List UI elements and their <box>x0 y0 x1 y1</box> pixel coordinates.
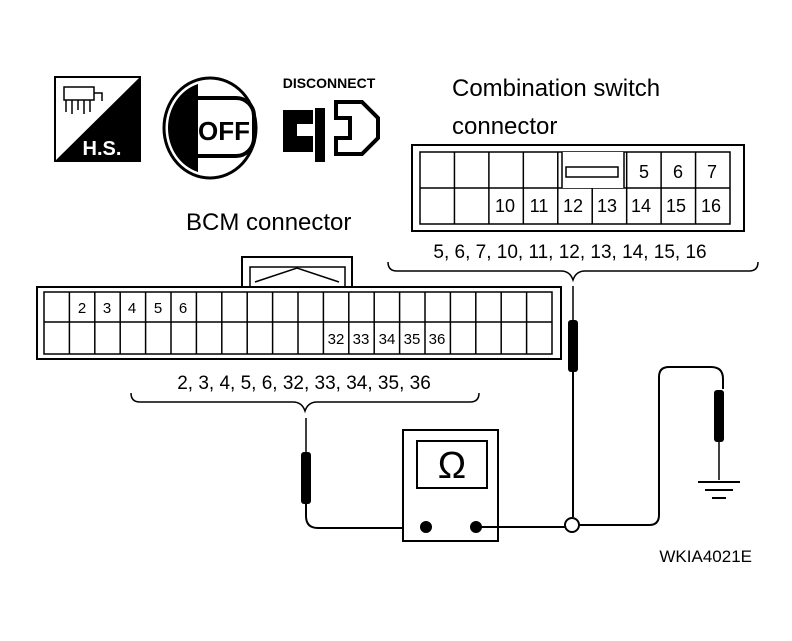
bcm-pin-5: 5 <box>154 300 162 317</box>
ignition-off-icon: OFF <box>162 76 258 180</box>
bcm-pin-2: 2 <box>78 300 86 317</box>
bcm-title: BCM connector <box>186 209 351 236</box>
cs-pin-12: 12 <box>563 196 583 216</box>
bcm-terminals: 2, 3, 4, 5, 6, 32, 33, 34, 35, 36 <box>177 373 431 394</box>
off-label: OFF <box>198 116 250 146</box>
bcm-brace <box>130 392 480 414</box>
figure-code: WKIA4021E <box>659 547 752 566</box>
bcm-pin-4: 4 <box>128 300 136 317</box>
cs-pin-15: 15 <box>666 196 686 216</box>
cs-pin-16: 16 <box>701 196 721 216</box>
bcm-pin-34: 34 <box>379 331 396 348</box>
cs-pin-11: 11 <box>530 196 549 216</box>
wire-junction <box>564 517 580 533</box>
bcm-pin-3: 3 <box>103 300 111 317</box>
bcm-pin-36: 36 <box>429 331 446 348</box>
meter-terminal-left <box>420 521 432 533</box>
hs-label: H.S. <box>83 138 122 160</box>
cs-pin-13: 13 <box>597 196 617 216</box>
bcm-pin-33: 33 <box>353 331 370 348</box>
disconnect-icon: DISCONNECT <box>283 75 380 162</box>
ohm-symbol: Ω <box>438 445 466 487</box>
combination-switch-probe <box>568 286 578 517</box>
cs-pin-5: 5 <box>639 162 649 182</box>
combination-switch-connector: 5 6 7 10 11 12 13 14 15 16 <box>411 144 745 232</box>
combination-switch-terminals: 5, 6, 7, 10, 11, 12, 13, 14, 15, 16 <box>433 242 706 263</box>
bcm-pin-32: 32 <box>328 331 345 348</box>
combination-switch-title-line1: Combination switch <box>452 75 660 102</box>
combination-switch-brace <box>387 261 759 283</box>
ground-icon <box>698 481 740 499</box>
bcm-probe <box>301 418 426 529</box>
combination-switch-title-line2: connector <box>452 113 557 140</box>
ground-probe <box>579 366 724 526</box>
hs-icon: H.S. <box>54 76 141 162</box>
bcm-connector: 2 3 4 5 6 32 33 34 35 36 <box>36 256 562 360</box>
bcm-pin-35: 35 <box>404 331 421 348</box>
disconnect-label: DISCONNECT <box>283 75 376 91</box>
cs-pin-7: 7 <box>707 162 717 182</box>
cs-pin-14: 14 <box>631 196 651 216</box>
cs-pin-6: 6 <box>673 162 683 182</box>
bcm-pin-6: 6 <box>179 300 187 317</box>
cs-pin-10: 10 <box>495 196 515 216</box>
ohmmeter: Ω <box>402 429 499 542</box>
